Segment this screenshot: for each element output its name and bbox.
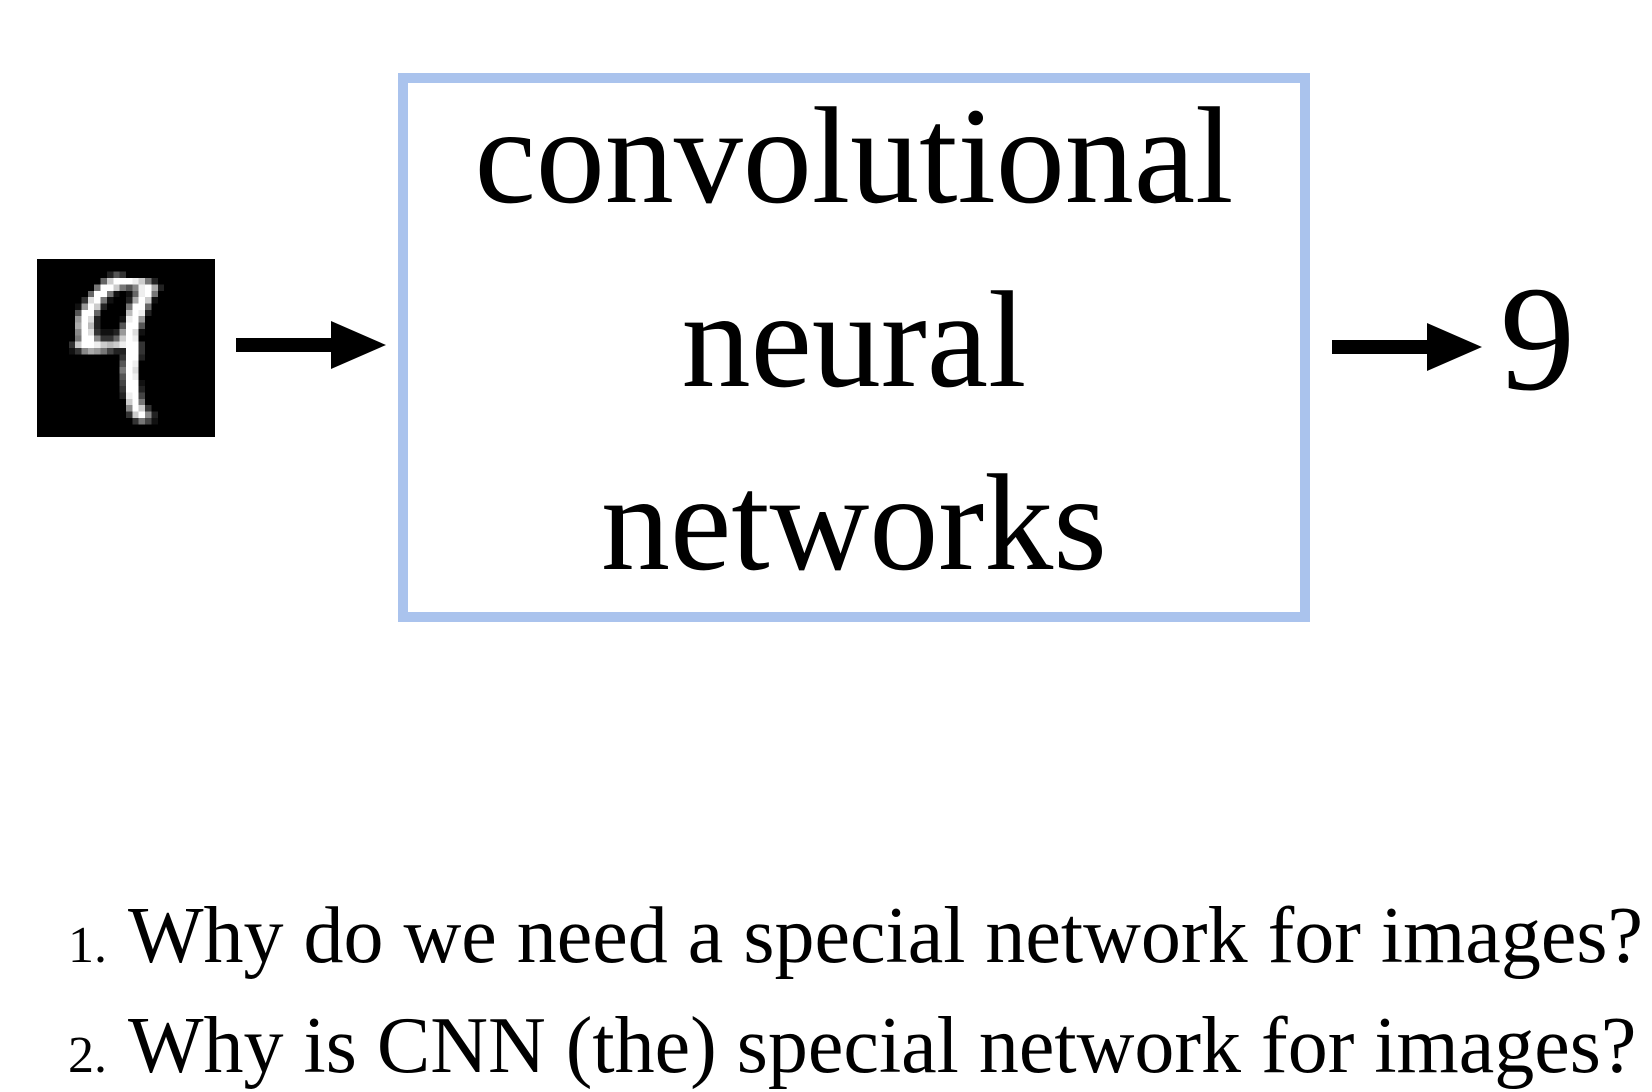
arrow-right-icon [1332, 323, 1482, 371]
input-digit-image [37, 259, 215, 437]
output-digit-label: 9 [1500, 256, 1575, 422]
question-number: 1. [68, 917, 107, 974]
question-item: 2. Why is CNN (the) special network for … [68, 1002, 1636, 1090]
question-text: Why is CNN (the) special network for ima… [128, 1002, 1637, 1090]
cnn-box: convolutional neural networks [398, 73, 1310, 622]
cnn-box-line: networks [601, 446, 1107, 600]
cnn-box-line: convolutional [474, 79, 1234, 233]
arrow-right-icon [236, 321, 386, 369]
question-number: 2. [68, 1027, 107, 1084]
question-text: Why do we need a special network for ima… [128, 892, 1643, 980]
cnn-box-line: neural [681, 262, 1027, 416]
question-item: 1. Why do we need a special network for … [68, 892, 1643, 980]
